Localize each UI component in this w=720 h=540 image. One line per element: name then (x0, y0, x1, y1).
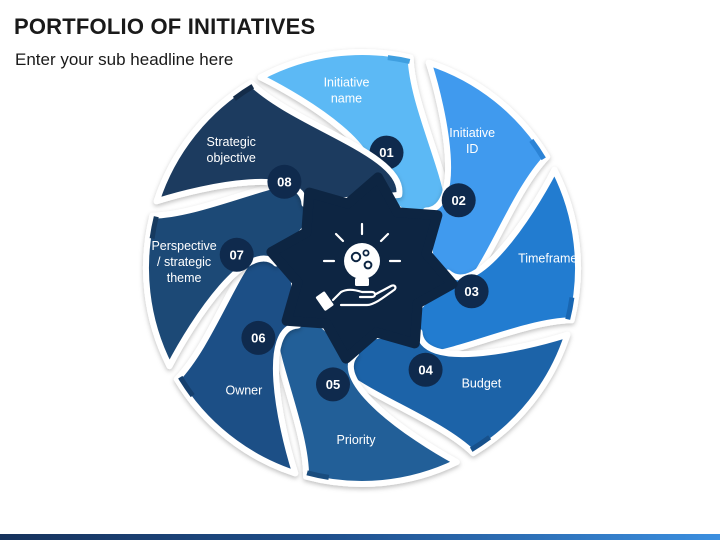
segment-edge-01 (387, 55, 411, 64)
number-badge-03 (454, 274, 489, 309)
number-badge-06 (241, 320, 276, 355)
segment-04: Budget 04 (321, 328, 571, 457)
segment-label-line: objective (207, 151, 256, 165)
segment-label-line: theme (167, 271, 202, 285)
slide-title: PORTFOLIO OF INITIATIVES (14, 14, 316, 39)
segment-label-line: Timeframe (518, 251, 577, 265)
segment-label-line: ID (466, 142, 479, 156)
number-badge-text-07: 07 (229, 247, 243, 262)
number-badge-text-08: 08 (277, 174, 291, 189)
segment-label-line: Initiative (449, 126, 495, 140)
segment-edge-04 (469, 435, 492, 452)
segment-shape-03 (384, 166, 581, 360)
bottom-accent-bar (0, 534, 720, 540)
number-badge-05 (316, 367, 350, 402)
segment-shape-06 (173, 227, 302, 477)
center-hub (266, 172, 458, 364)
number-badge-text-04: 04 (418, 362, 433, 377)
slide-subtitle: Enter your sub headline here (15, 50, 234, 69)
segment-shape-08 (153, 79, 403, 208)
number-badge-08 (267, 164, 302, 199)
segment-edge-06 (178, 375, 195, 398)
segment-08: Strategic objective 08 (153, 79, 403, 208)
number-badge-text-06: 06 (251, 330, 265, 345)
number-badge-04 (408, 352, 443, 387)
segment-06: Owner 06 (173, 227, 302, 477)
segment-label-03: Timeframe (518, 251, 577, 265)
segment-03: Timeframe 03 (384, 166, 581, 360)
segment-label-06: Owner (225, 383, 262, 397)
segment-edge-02 (529, 138, 546, 161)
segment-label-05: Priority (337, 433, 377, 447)
number-badge-02 (441, 183, 476, 218)
segment-label-line: Owner (225, 383, 262, 397)
segment-label-line: Initiative (324, 76, 370, 90)
segment-label-line: name (331, 92, 362, 106)
segment-label-line: Perspective (151, 239, 216, 253)
number-badge-text-01: 01 (379, 145, 393, 160)
segment-label-line: Budget (462, 376, 502, 390)
number-badge-text-03: 03 (464, 284, 478, 299)
segment-label-08: Strategic objective (207, 135, 256, 165)
segment-label-04: Budget (462, 376, 502, 390)
number-badge-text-02: 02 (451, 193, 465, 208)
segment-edge-07 (149, 216, 159, 239)
segment-edge-05 (306, 470, 330, 480)
segment-label-line: Priority (337, 433, 377, 447)
segment-label-line: / strategic (157, 255, 211, 269)
segment-label-01: Initiative name (324, 76, 370, 106)
segment-label-line: Strategic (207, 135, 256, 149)
number-badge-text-05: 05 (326, 377, 340, 392)
segment-edge-08 (232, 84, 255, 101)
lightbulb-gears-in-hand-icon (315, 222, 402, 311)
number-badge-07 (219, 237, 254, 272)
segment-shape-02 (422, 59, 551, 309)
segment-shape-04 (321, 328, 571, 457)
segment-label-07: Perspective / strategic theme (151, 239, 216, 285)
segment-edge-03 (565, 297, 575, 320)
